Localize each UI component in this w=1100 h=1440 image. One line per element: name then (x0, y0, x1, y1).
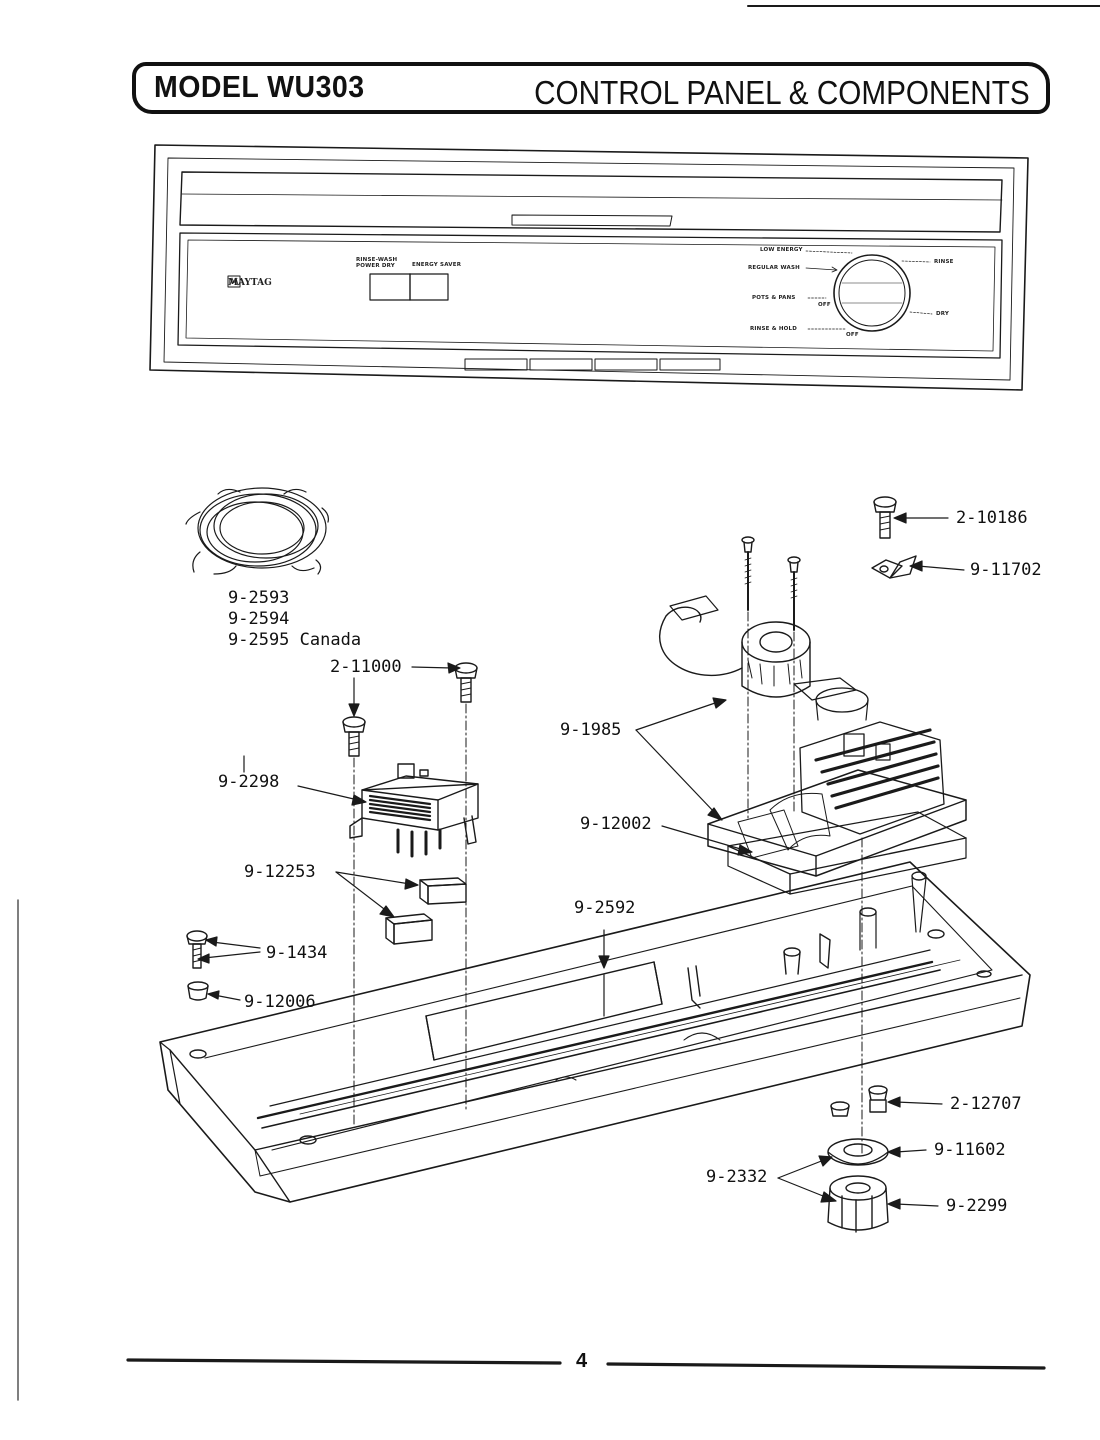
page-number: 4 (576, 1350, 588, 1372)
dial-label-dry: DRY (936, 311, 950, 317)
part-label-9-11702: 9-11702 (970, 560, 1042, 580)
part-label-9-1985: 9-1985 (560, 720, 622, 740)
part-label-2-10186: 2-10186 (956, 508, 1028, 528)
wire-harness-illustration (185, 487, 329, 575)
timer-motor-illustration (659, 595, 857, 701)
screw-9-1434 (186, 930, 208, 969)
dial-label-rinse-hold: RINSE & HOLD (750, 326, 797, 332)
cap-9-12006 (187, 981, 209, 1001)
switch-cap-lower (385, 913, 433, 945)
brand-logo: MAYTAG (228, 278, 272, 288)
screw-2-12707-pair (830, 1085, 888, 1117)
button-label-energy-saver: ENERGY SAVER (412, 262, 462, 268)
dial-label-off-upper: OFF (818, 302, 831, 308)
part-label-9-2332: 9-2332 (706, 1167, 768, 1187)
screw-2-10186 (873, 496, 897, 539)
part-label-9-2592: 9-2592 (574, 898, 636, 918)
front-panel-illustration (149, 144, 1029, 391)
part-label-9-2593: 9-2593 (228, 588, 290, 608)
part-label-9-12253: 9-12253 (244, 862, 316, 882)
part-label-9-11602: 9-11602 (934, 1140, 1006, 1160)
dial-label-low-energy: LOW ENERGY (760, 247, 803, 253)
leader-lines (197, 512, 965, 1210)
console-base-illustration (159, 861, 1031, 1203)
part-label-2-11000: 2-11000 (330, 657, 402, 677)
part-label-9-2299: 9-2299 (946, 1196, 1008, 1216)
dial-label-regular-wash: REGULAR WASH (748, 265, 800, 271)
clip-9-11702 (871, 555, 917, 579)
button-label-rinse-power-dry: RINSE-WASH POWER DRY (356, 257, 398, 269)
part-label-9-2595-canada: 9-2595 Canada (228, 630, 362, 650)
screw-2-11000-right (454, 662, 478, 703)
dial-label-rinse: RINSE (934, 259, 954, 265)
timer-screw-left (741, 536, 755, 611)
dial-label-off-lower: OFF (846, 332, 859, 338)
header-title-box: MODEL WU303 CONTROL PANEL & COMPONENTS (132, 62, 1050, 114)
part-label-9-12002: 9-12002 (580, 814, 652, 834)
part-label-9-2298: 9-2298 (218, 772, 280, 792)
switch-cap-upper (419, 877, 467, 905)
part-label-9-2594: 9-2594 (228, 609, 290, 629)
knob-skirt-9-11602 (827, 1138, 889, 1166)
timer-screw-right (787, 556, 801, 631)
timer-9-1985-illustration (707, 687, 967, 877)
part-label-9-1434: 9-1434 (266, 943, 328, 963)
switch-9-2298-illustration (349, 763, 479, 858)
knob-9-2299 (827, 1175, 889, 1233)
dial-label-pots-pans: POTS & PANS (752, 295, 796, 301)
section-title: CONTROL PANEL & COMPONENTS (534, 74, 1030, 111)
part-label-9-12006: 9-12006 (244, 992, 316, 1012)
model-title: MODEL WU303 (154, 69, 365, 104)
part-label-2-12707: 2-12707 (950, 1094, 1022, 1114)
screw-2-11000-left (342, 716, 366, 757)
